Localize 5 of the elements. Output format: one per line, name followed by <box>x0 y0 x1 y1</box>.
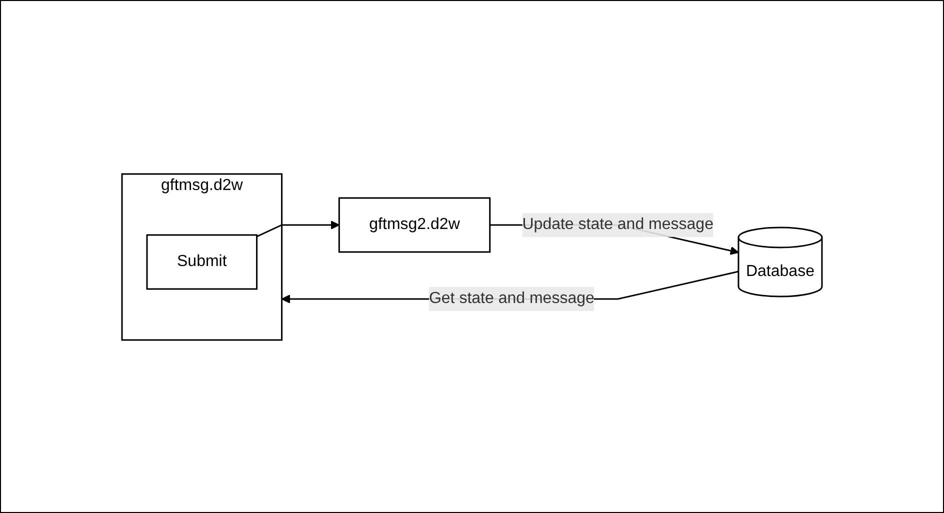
node-box: Submit <box>146 234 258 290</box>
node-box: gftmsg2.d2w <box>338 196 491 252</box>
arrow <box>256 220 340 237</box>
edge-label: Update state and message <box>522 216 714 232</box>
edge-label: Get state and message <box>428 290 594 306</box>
